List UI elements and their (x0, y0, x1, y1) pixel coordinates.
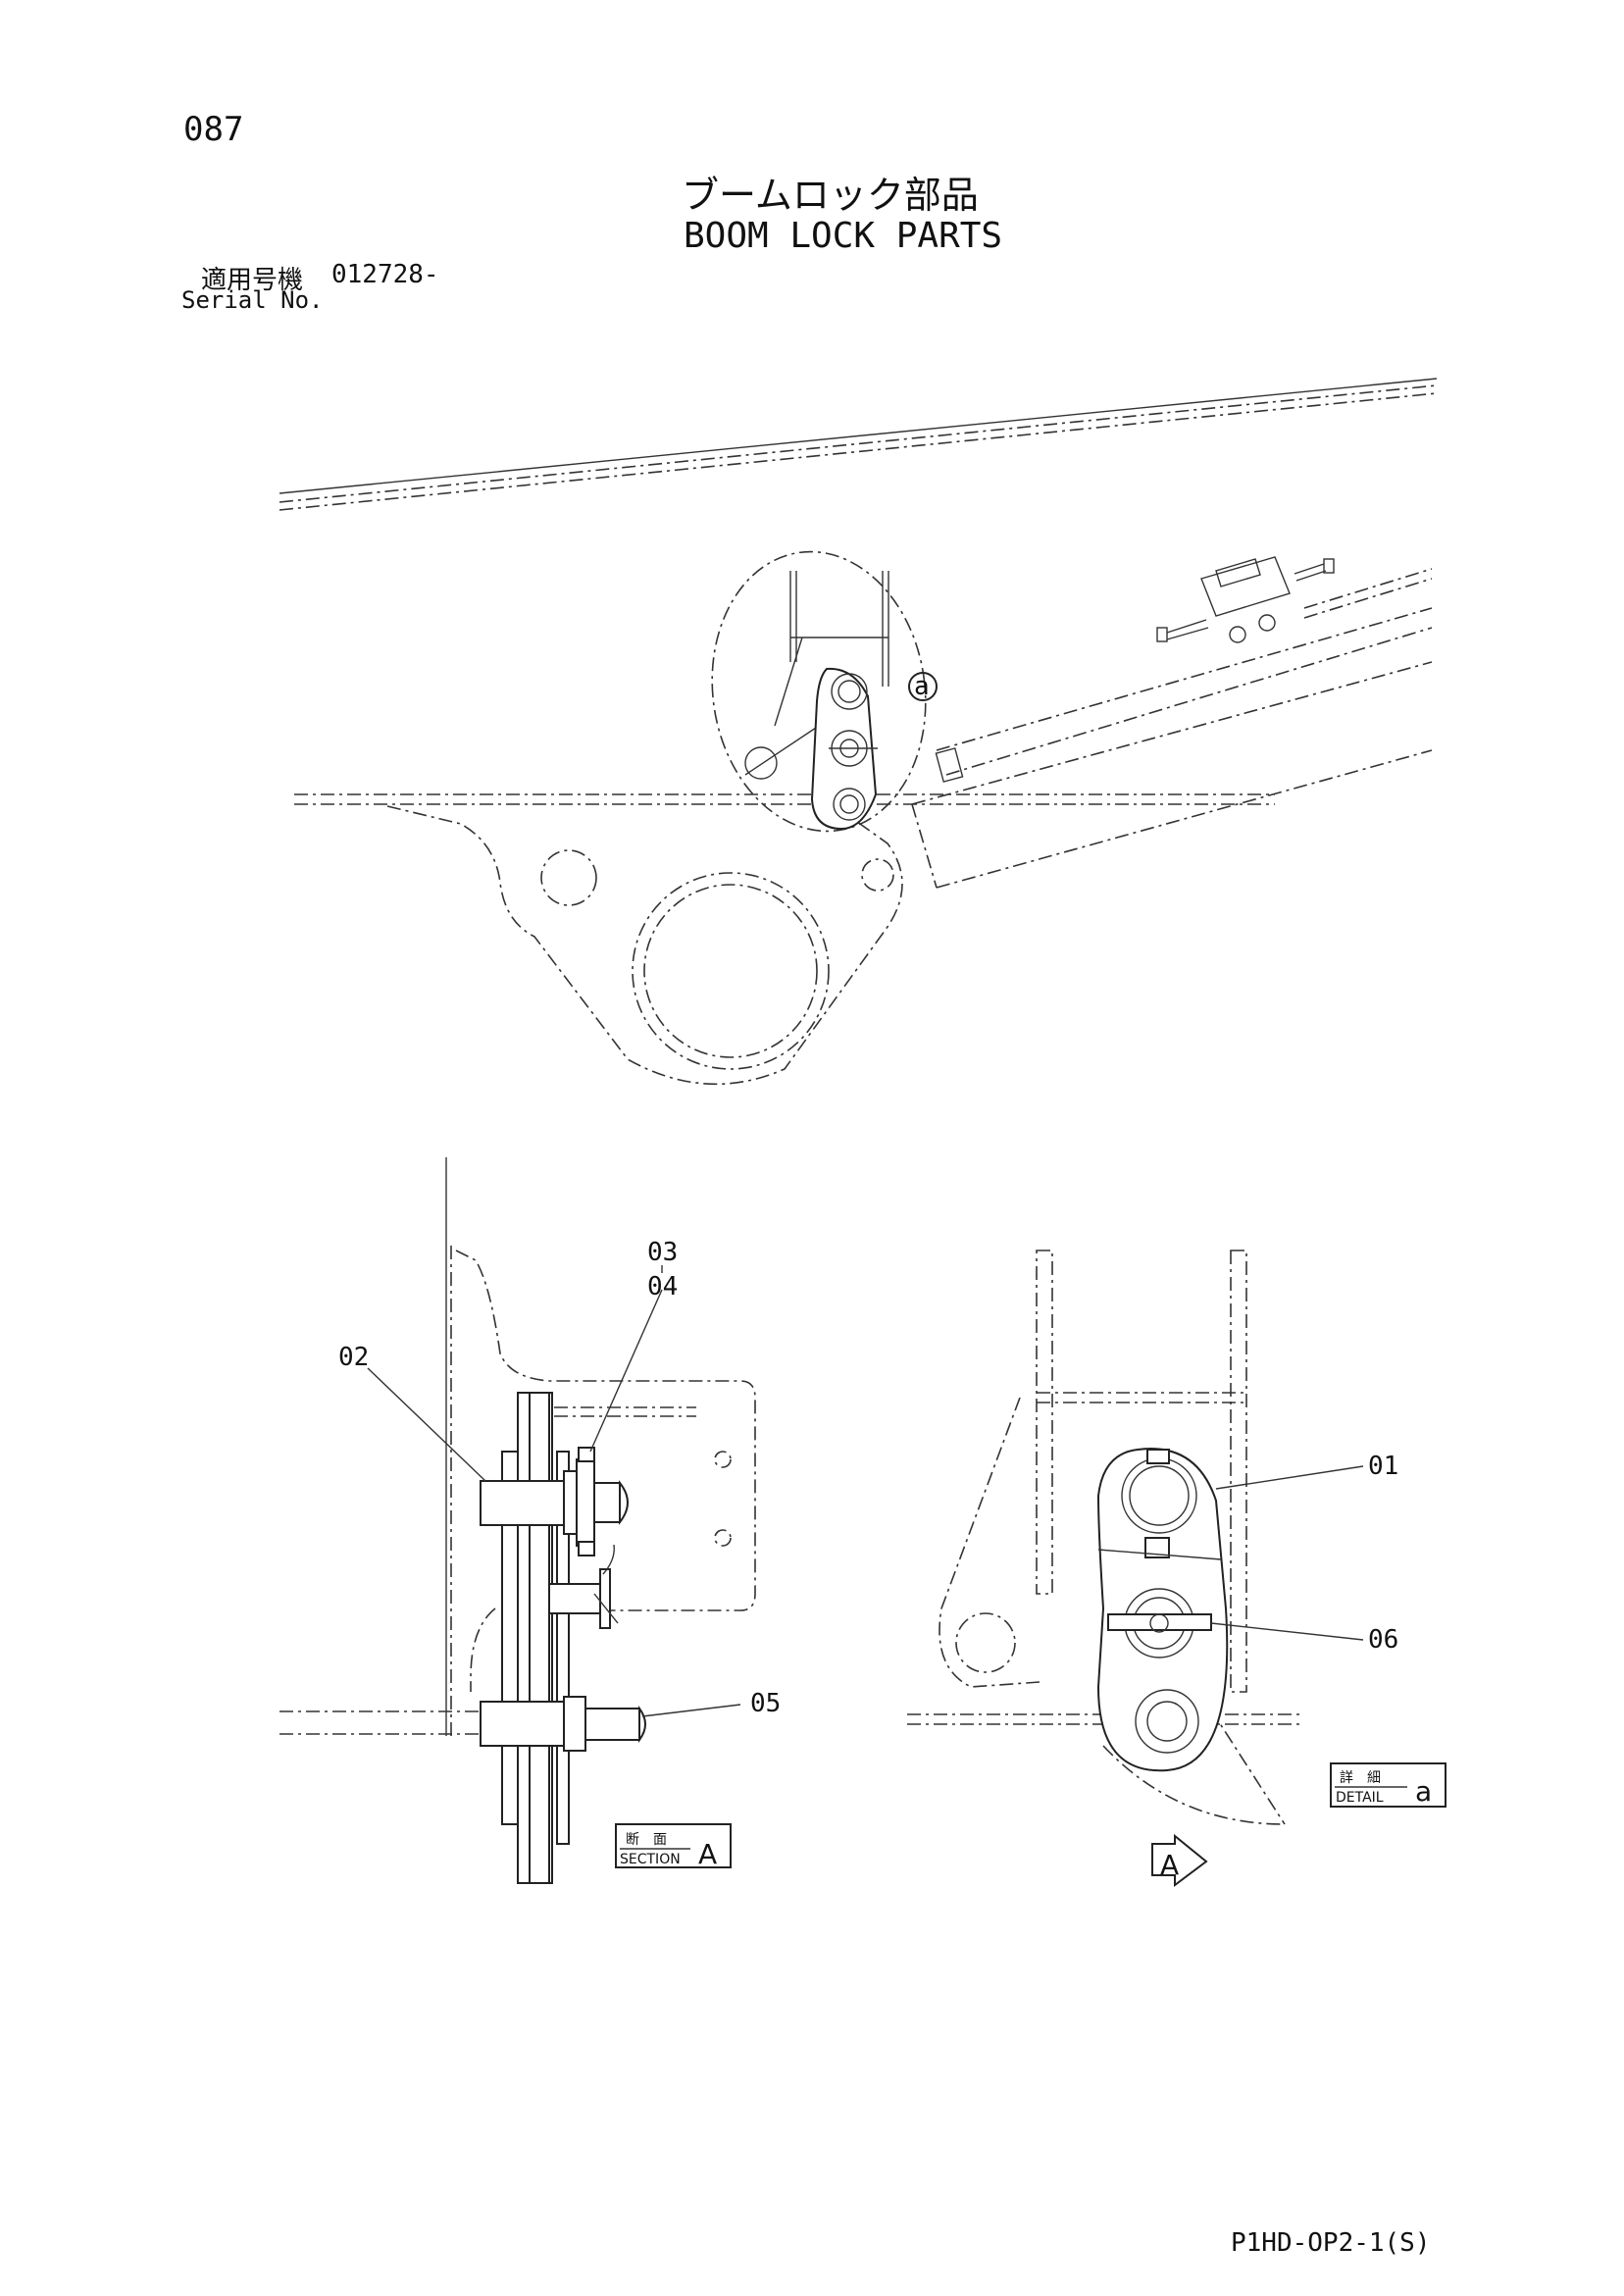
callout-04: 04 (647, 1272, 678, 1301)
detail-tag-english: DETAIL (1336, 1790, 1384, 1806)
callout-02: 02 (338, 1343, 369, 1372)
page-title-english: BOOM LOCK PARTS (684, 216, 1003, 256)
callout-05: 05 (750, 1689, 781, 1718)
section-a-view: 断 面 SECTION A 02 03 04 05 (279, 1157, 781, 1884)
page-number: 087 (183, 110, 244, 149)
detail-tag-letter: a (1415, 1775, 1432, 1808)
detail-tag-japanese: 詳 細 (1340, 1770, 1381, 1786)
callout-03: 03 (647, 1238, 678, 1267)
callout-06: 06 (1368, 1625, 1398, 1655)
section-tag-japanese: 断 面 (626, 1832, 667, 1848)
section-tag-english: SECTION (620, 1852, 681, 1867)
detail-marker-label: a (914, 672, 930, 701)
footer-code: P1HD-OP2-1(S) (1231, 2228, 1431, 2258)
serial-label-japanese: 適用号機 (201, 266, 304, 295)
serial-number: 012728- (331, 260, 439, 289)
serial-label-english: Serial No. (181, 286, 324, 314)
overview-view: a (279, 378, 1438, 1086)
detail-a-view: 詳 細 DETAIL a A 01 06 (907, 1250, 1446, 1887)
page-title-japanese: ブームロック部品 (682, 174, 979, 217)
view-arrow-letter: A (1160, 1849, 1179, 1881)
section-tag-letter: A (698, 1838, 717, 1870)
callout-01: 01 (1368, 1452, 1398, 1481)
